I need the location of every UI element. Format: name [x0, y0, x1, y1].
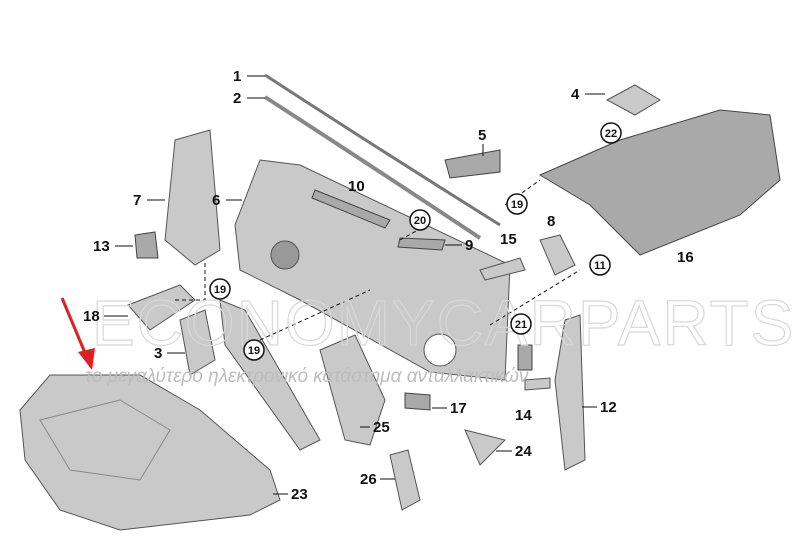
callout-1: 1 [233, 68, 241, 85]
red-arrow-icon [60, 297, 90, 361]
part-4 [605, 84, 661, 116]
callout-3: 3 [154, 345, 162, 362]
dash-leader [175, 263, 206, 301]
part-26 [389, 449, 421, 511]
part-seal-2 [263, 95, 482, 240]
part-15 [479, 257, 526, 281]
part-14 [517, 344, 533, 371]
part-seal-1 [264, 73, 501, 227]
bulkhead-hole [423, 333, 457, 367]
callout-23: 23 [291, 486, 308, 503]
part-12 [554, 314, 586, 471]
insulation-pad-outline [39, 399, 171, 481]
callout-25: 25 [373, 419, 390, 436]
part-insulation [538, 109, 781, 256]
part-24 [464, 429, 506, 466]
callout-12: 12 [600, 399, 617, 416]
callout-8: 8 [547, 213, 555, 230]
part-14b [524, 377, 551, 391]
callout-13: 13 [93, 238, 110, 255]
callout-10: 10 [348, 178, 365, 195]
callout-9: 9 [465, 237, 473, 254]
part-5 [444, 149, 501, 179]
callout-14: 14 [515, 407, 532, 424]
red-arrow-head-icon [78, 348, 95, 370]
circled-callout-21: 21 [515, 319, 527, 331]
circled-callouts: 22 19 20 11 21 19 19 [209, 122, 622, 361]
callout-17: 17 [450, 400, 467, 417]
watermark-brand: ECONOMYCARPARTS.GR [92, 287, 800, 359]
dash-leader [489, 269, 581, 326]
part-bulkhead [234, 159, 511, 381]
part-underhood-insulation [19, 374, 281, 531]
part-13 [134, 231, 159, 259]
callout-labels: 1 2 3 4 5 6 7 8 9 10 12 13 14 15 16 17 1… [83, 68, 694, 503]
circled-callout-19: 19 [248, 345, 260, 357]
part-18 [127, 284, 196, 331]
part-8 [539, 234, 576, 276]
watermark-tagline: το μεγαλύτερο ηλεκτρονικό κατάστημα αντα… [85, 366, 529, 387]
callout-24: 24 [515, 443, 532, 460]
circled-callout-19: 19 [214, 284, 226, 296]
callout-26: 26 [360, 471, 377, 488]
dash-leader [399, 229, 419, 241]
callout-4: 4 [571, 86, 580, 103]
part-10 [311, 189, 391, 229]
callout-2: 2 [233, 90, 241, 107]
part-pillar [219, 299, 321, 451]
callout-16: 16 [677, 249, 694, 266]
part-7 [164, 129, 221, 266]
circled-callout-11: 11 [594, 260, 606, 272]
circled-callout-19: 19 [511, 199, 523, 211]
callout-6: 6 [212, 192, 220, 209]
dash-leader [259, 289, 371, 341]
circled-callout-22: 22 [605, 128, 617, 140]
callout-7: 7 [133, 192, 141, 209]
part-9 [397, 237, 446, 251]
callout-18: 18 [83, 308, 100, 325]
part-3 [179, 309, 216, 376]
callout-5: 5 [478, 127, 486, 144]
part-25 [319, 334, 386, 446]
part-17 [404, 392, 431, 411]
callout-15: 15 [500, 231, 517, 248]
bulkhead-hole [270, 240, 300, 270]
circled-callout-20: 20 [414, 215, 426, 227]
